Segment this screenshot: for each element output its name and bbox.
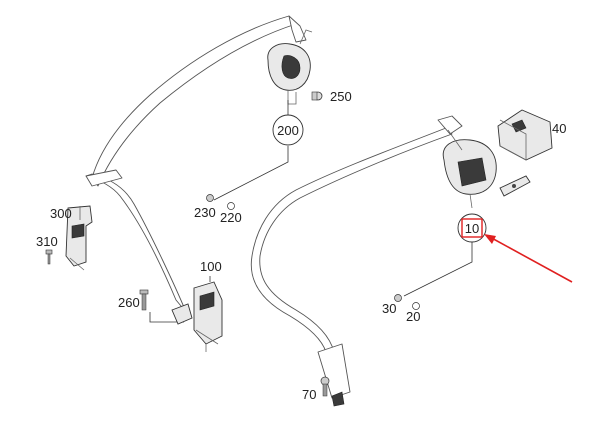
washer-220: [227, 202, 235, 210]
callout-label-230: 230: [194, 205, 216, 220]
callout-label-310: 310: [36, 234, 58, 249]
callout-label-10: 10: [465, 221, 479, 236]
washer-30: [394, 294, 402, 302]
highlight-box-10: [461, 218, 483, 238]
callout-label-30: 30: [382, 301, 396, 316]
lower-anchor-left: [171, 303, 193, 325]
callout-label-300: 300: [50, 206, 72, 221]
washer-20: [412, 302, 420, 310]
callout-label-260: 260: [118, 295, 140, 310]
cover-40: [497, 109, 553, 161]
washer-230: [206, 194, 214, 202]
mounting-bracket: [499, 175, 531, 197]
retractor-200: [267, 29, 313, 105]
callout-label-220: 220: [220, 210, 242, 225]
callout-circle-200: [272, 114, 304, 146]
callout-label-70: 70: [302, 387, 316, 402]
bolt-310: [45, 249, 53, 265]
lower-anchor-right: [331, 391, 345, 407]
bolt-250: [311, 91, 323, 101]
rear-left-belt-strap: [85, 15, 307, 313]
front-right-belt-strap: [250, 115, 463, 399]
callout-label-250: 250: [330, 89, 352, 104]
bolt-260: [139, 289, 149, 311]
callout-label-100: 100: [200, 259, 222, 274]
callout-label-200: 200: [277, 123, 299, 138]
buckle-100: [193, 281, 223, 352]
callout-label-40: 40: [552, 121, 566, 136]
retractor-10: [442, 129, 497, 209]
pointer-arrow: [484, 234, 573, 283]
callout-label-20: 20: [406, 309, 420, 324]
bolt-70: [320, 376, 330, 397]
buckle-300: [65, 205, 93, 271]
